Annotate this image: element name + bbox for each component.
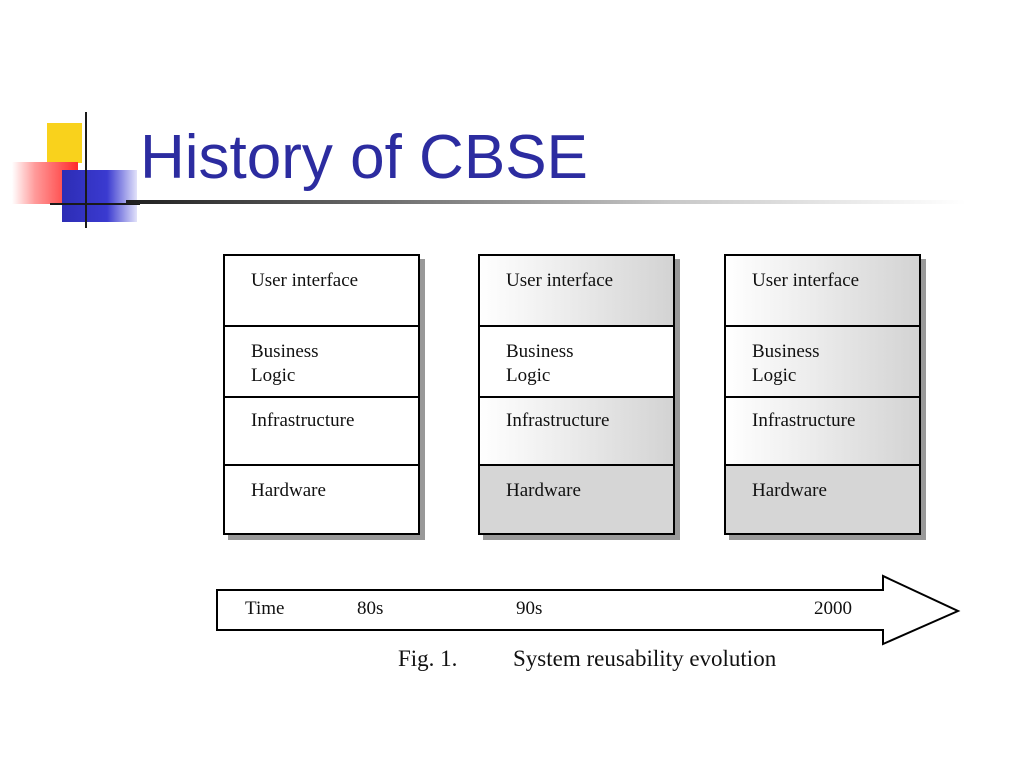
layer-user-interface: User interface <box>480 256 673 327</box>
layer-label: User interface <box>251 270 359 291</box>
timeline-period-2000: 2000 <box>814 598 852 619</box>
layer-hardware: Hardware <box>480 466 673 533</box>
layer-label: Business Logic <box>752 341 820 386</box>
layer-label: Infrastructure <box>251 410 355 431</box>
layer-label: Hardware <box>506 480 581 501</box>
logo-horizontal-line <box>50 203 140 205</box>
title-underline <box>126 200 966 204</box>
layer-hardware: Hardware <box>225 466 418 533</box>
layer-infrastructure: Infrastructure <box>225 396 418 466</box>
layer-business-logic: Business Logic <box>726 327 919 396</box>
timeline-label: Time <box>245 598 285 619</box>
layer-label: Infrastructure <box>506 410 610 431</box>
layer-infrastructure: Infrastructure <box>480 396 673 466</box>
layer-infrastructure: Infrastructure <box>726 396 919 466</box>
timeline-period-90s: 90s <box>516 598 543 619</box>
architecture-stack-2000: User interface Business Logic Infrastruc… <box>724 254 921 535</box>
layer-label: Infrastructure <box>752 410 856 431</box>
figure-number: Fig. 1. <box>398 646 458 671</box>
layer-business-logic: Business Logic <box>480 327 673 396</box>
layer-label: User interface <box>506 270 614 291</box>
figure-caption: System reusability evolution <box>513 646 777 671</box>
layer-label: Business Logic <box>506 341 574 386</box>
logo-yellow-square <box>47 123 82 163</box>
architecture-stack-80s: User interface Business Logic Infrastruc… <box>223 254 420 535</box>
timeline-period-80s: 80s <box>357 598 384 619</box>
layer-label: Hardware <box>251 480 326 501</box>
logo-blue-square <box>62 170 137 222</box>
layer-business-logic: Business Logic <box>225 327 418 396</box>
layer-hardware: Hardware <box>726 466 919 533</box>
layer-label: User interface <box>752 270 860 291</box>
layer-label: Business Logic <box>251 341 319 386</box>
layer-label: Hardware <box>752 480 827 501</box>
layer-user-interface: User interface <box>726 256 919 327</box>
layer-user-interface: User interface <box>225 256 418 327</box>
slide-title: History of CBSE <box>140 123 588 192</box>
architecture-stack-90s: User interface Business Logic Infrastruc… <box>478 254 675 535</box>
logo-vertical-line <box>85 112 87 228</box>
